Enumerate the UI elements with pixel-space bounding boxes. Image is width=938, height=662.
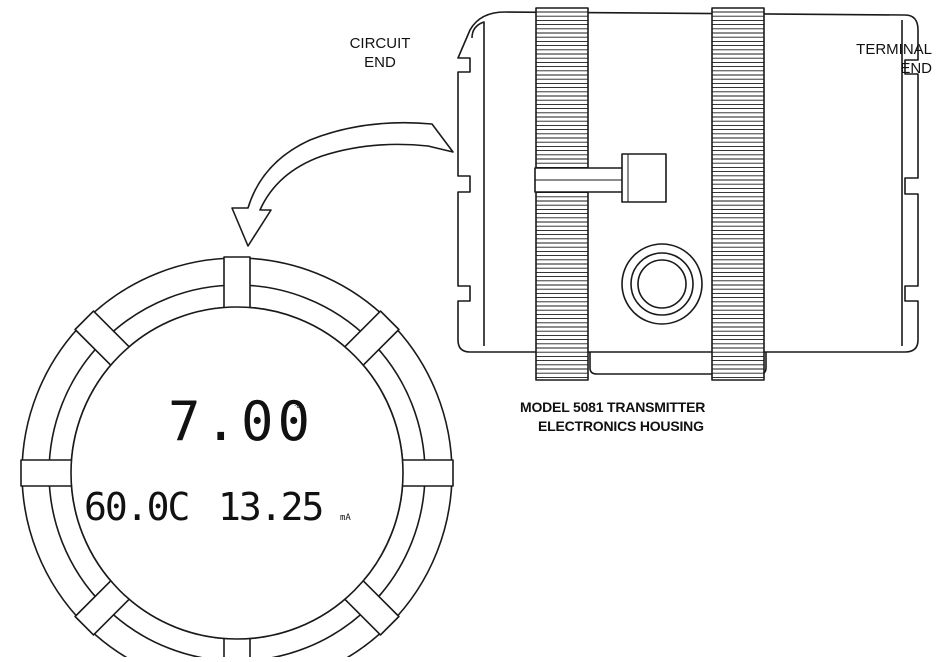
- housing-bottom-tab: [589, 352, 767, 375]
- housing-left-contour: [471, 21, 485, 346]
- conduit-port-ring: [630, 252, 694, 316]
- band-2: [711, 7, 765, 381]
- curved-arrow: [231, 121, 454, 247]
- circuit-end-line-1: CIRCUIT: [349, 35, 411, 52]
- caption-line-2: ELECTRONICS HOUSING: [538, 418, 704, 434]
- lcd-current-unit: mA: [340, 513, 351, 523]
- terminal-end-label: TERMINAL END: [836, 40, 932, 78]
- display-spokes: [20, 256, 454, 662]
- display-lcd-window: [70, 306, 404, 640]
- caption-line-1: MODEL 5081 TRANSMITTER: [520, 399, 706, 415]
- circuit-end-line-2: END: [364, 54, 396, 71]
- knurled-bands: [535, 7, 765, 381]
- electronics-housing: [457, 7, 919, 381]
- circuit-end-label: CIRCUIT END: [340, 34, 420, 72]
- terminal-end-line-2: END: [900, 60, 932, 77]
- lcd-main-value: 7.00: [168, 390, 314, 453]
- display-face: [20, 256, 454, 662]
- latch-block: [621, 153, 667, 203]
- display-spoke: [20, 459, 74, 487]
- display-spoke: [400, 459, 454, 487]
- housing-caption: MODEL 5081 TRANSMITTER ELECTRONICS HOUSI…: [520, 398, 820, 436]
- conduit-port-outer: [621, 243, 703, 325]
- band-1: [535, 7, 589, 381]
- display-spoke: [223, 636, 251, 662]
- lcd-current: 13.25: [218, 485, 322, 529]
- conduit-port-inner: [637, 259, 687, 309]
- lcd-temperature: 60.0C: [84, 485, 188, 529]
- housing-body: [457, 11, 919, 353]
- lcd-readout: 7.00 % 60.0C 13.25 mA: [84, 390, 351, 529]
- terminal-end-line-1: TERMINAL: [856, 41, 932, 58]
- lcd-main-unit: %: [294, 400, 300, 411]
- display-spoke: [223, 256, 251, 310]
